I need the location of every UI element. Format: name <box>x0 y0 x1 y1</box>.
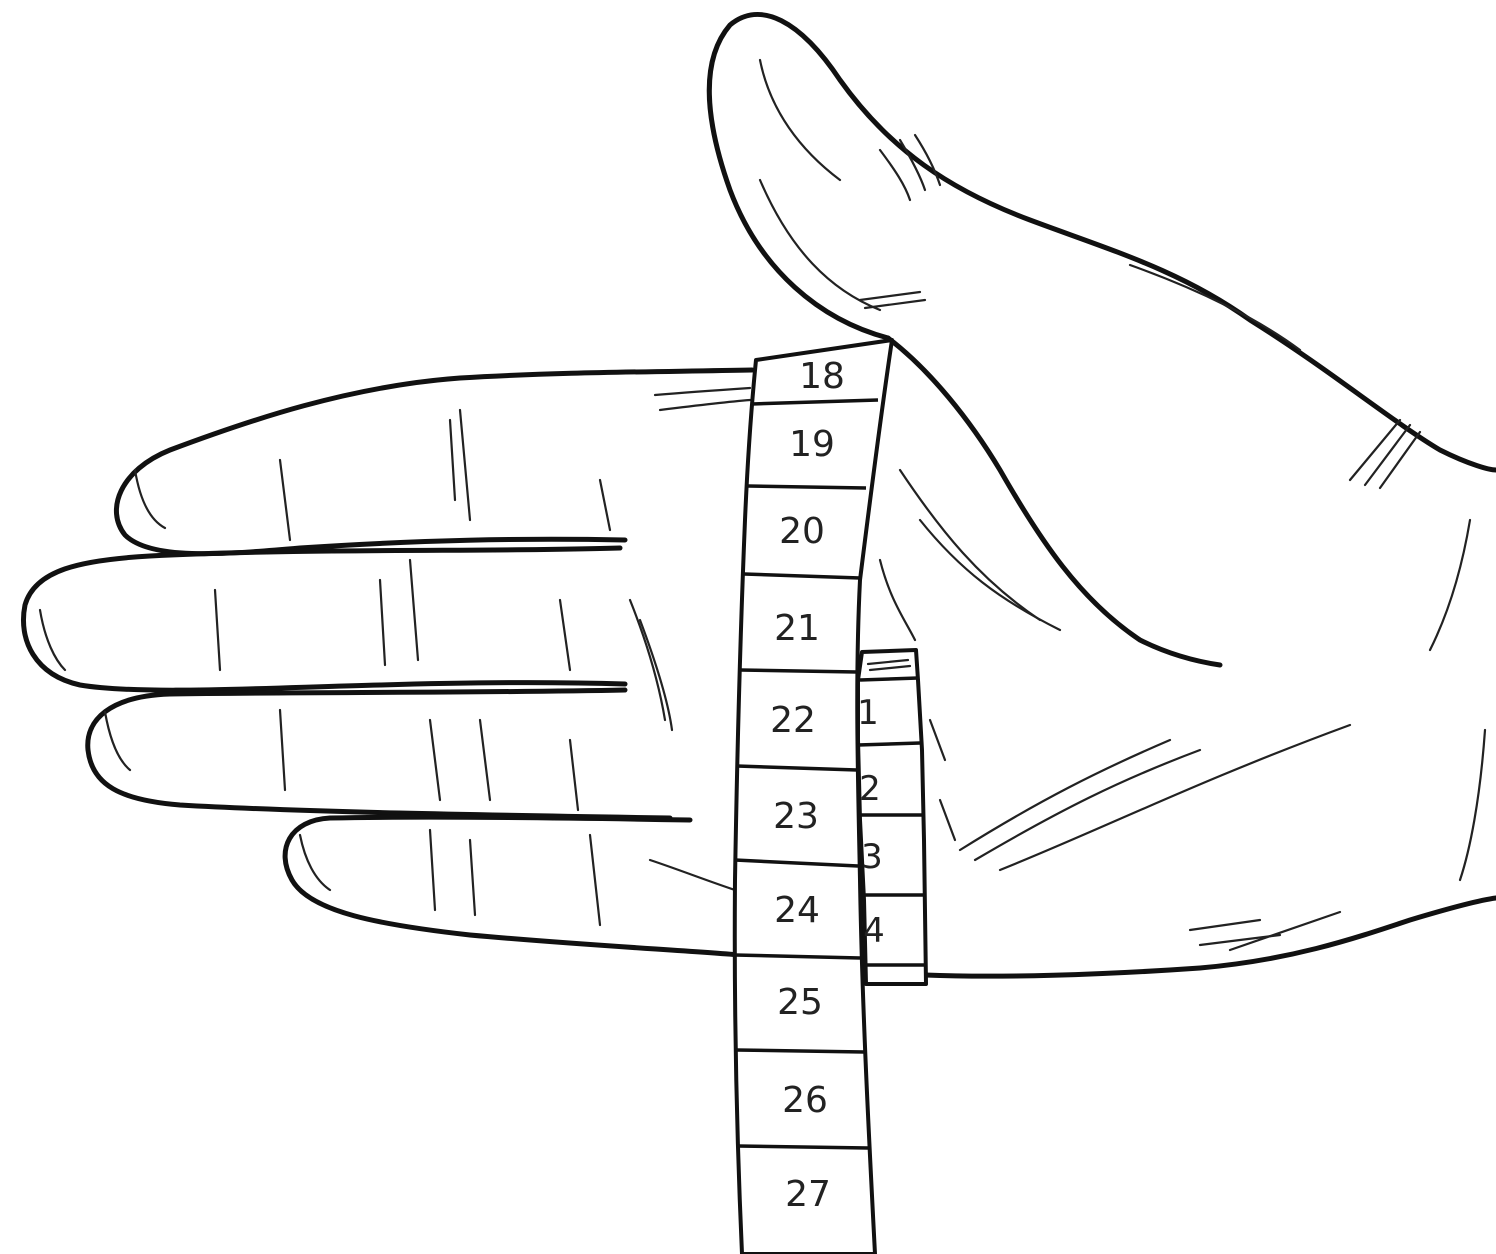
tape-end-label-4: 4 <box>863 911 885 951</box>
tape-label-23: 23 <box>773 796 819 837</box>
tape-end-segment: 1 2 3 4 <box>857 650 926 984</box>
tape-label-22: 22 <box>770 700 816 741</box>
tape-label-18: 18 <box>799 356 845 397</box>
tape-label-20: 20 <box>779 511 825 552</box>
tape-label-25: 25 <box>777 982 823 1023</box>
tape-end-label-2: 2 <box>859 769 881 809</box>
tape-label-19: 19 <box>789 424 835 465</box>
tape-label-24: 24 <box>774 890 820 931</box>
tape-label-27: 27 <box>785 1174 831 1215</box>
index-finger-top <box>116 370 752 554</box>
tape-end-label-3: 3 <box>861 837 883 877</box>
tape-label-21: 21 <box>774 608 820 649</box>
little-finger-outline <box>285 817 740 955</box>
hand-bottom-outline <box>925 898 1496 976</box>
middle-finger-outline <box>23 548 625 690</box>
thumb-web-outline <box>888 338 1220 665</box>
tape-end-label-1: 1 <box>857 693 879 733</box>
ring-finger-outline <box>88 690 670 818</box>
tape-label-26: 26 <box>782 1080 828 1121</box>
